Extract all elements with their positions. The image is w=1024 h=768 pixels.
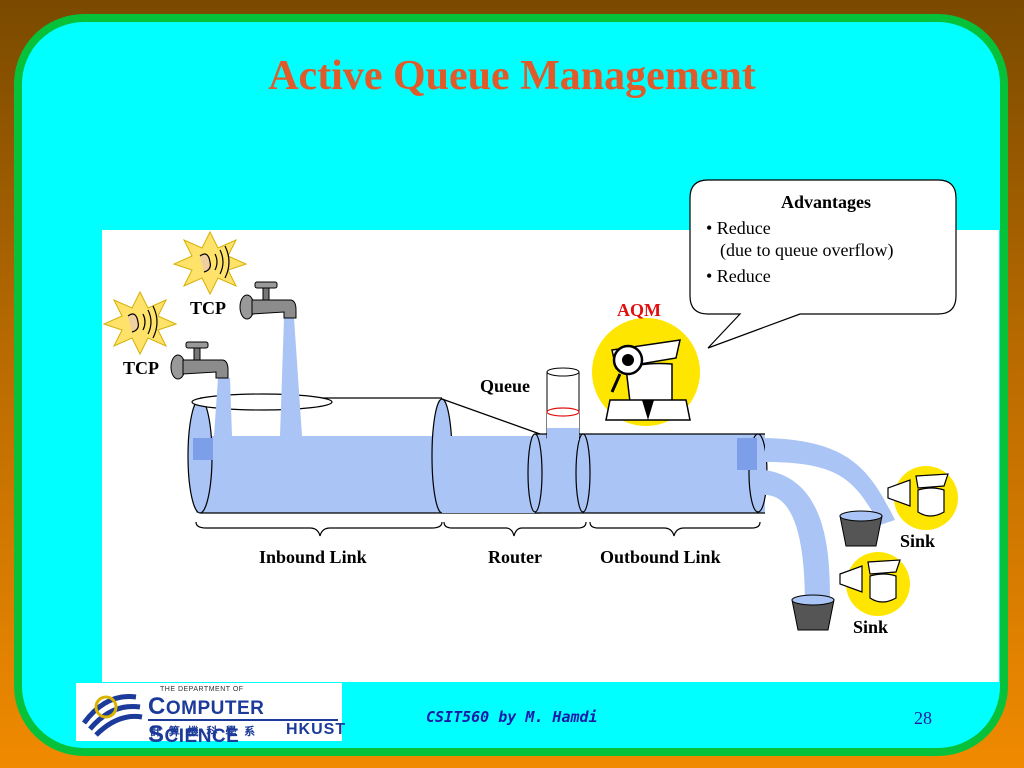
tap-stream-1	[214, 378, 232, 436]
footer-course-text: CSIT560 by M. Hamdi	[426, 708, 598, 726]
slide-title: Active Queue Management	[268, 53, 756, 99]
bucket-icon	[791, 594, 835, 631]
sink-label: Sink	[900, 531, 936, 551]
inbound-link-label: Inbound Link	[259, 547, 367, 567]
page-number: 28	[914, 708, 932, 728]
logo-divider	[148, 719, 338, 721]
faucet-icon	[239, 281, 297, 320]
sound-burst-icon	[102, 290, 178, 356]
outbound-link-label: Outbound Link	[600, 547, 721, 567]
tap-stream-2	[280, 318, 302, 436]
inbound-pipe	[187, 393, 453, 514]
tcp-label: TCP	[190, 298, 226, 318]
router-pipe	[527, 433, 768, 514]
advantage-item: • Reduce	[706, 218, 771, 238]
logo-hkust-text: HKUST	[286, 721, 347, 738]
department-logo: THE DEPARTMENT OF COMPUTER SCIENCE 計 算 機…	[76, 683, 345, 748]
advantage-item: (due to queue overflow)	[720, 240, 894, 260]
detective-icon	[592, 318, 700, 426]
advantage-item: • Reduce	[706, 266, 771, 286]
megaphone-detective-icon	[887, 466, 958, 530]
queue-label: Queue	[480, 376, 531, 396]
sound-burst-icon	[172, 230, 248, 296]
callout-bubble	[689, 179, 957, 349]
bucket-icon	[839, 510, 883, 547]
router-label: Router	[488, 547, 542, 567]
aqm-label: AQM	[617, 300, 661, 320]
faucet-icon	[170, 341, 229, 380]
logo-chinese-text: 計 算 機 科 學 系	[150, 725, 258, 738]
advantages-heading: Advantages	[780, 192, 871, 212]
queue-glass	[546, 367, 580, 440]
logo-emblem-icon	[81, 694, 143, 737]
logo-computer-science-text: COMPUTER SCIENCE	[148, 693, 265, 748]
advantages-callout: Advantages • Reduce (due to queue overfl…	[706, 192, 946, 287]
sink-label: Sink	[853, 617, 889, 637]
tcp-label: TCP	[123, 358, 159, 378]
logo-department-text: THE DEPARTMENT OF	[160, 686, 244, 693]
megaphone-detective-icon	[839, 552, 910, 616]
